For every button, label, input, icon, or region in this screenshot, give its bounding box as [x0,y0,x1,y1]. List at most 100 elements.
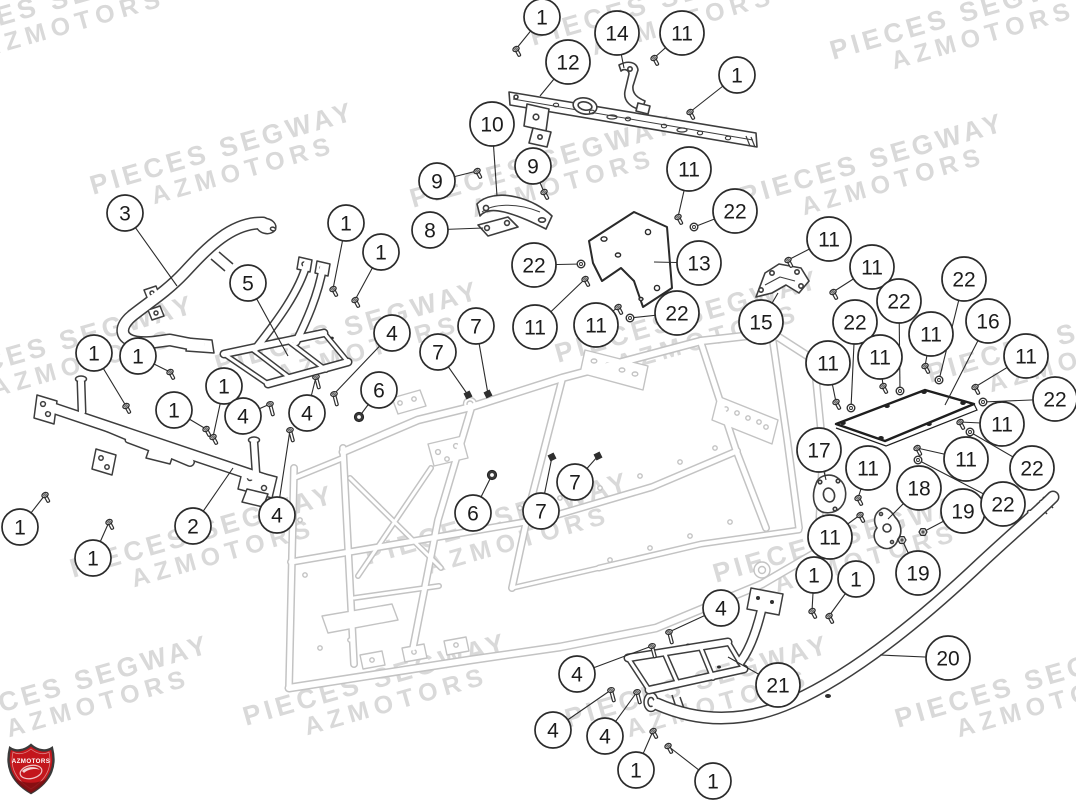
part-14-strap-bracket [618,61,651,115]
svg-text:22: 22 [1043,389,1066,412]
part-18-small-bracket-plate [873,507,902,550]
svg-text:22: 22 [991,494,1014,517]
bolt-glyph [607,686,616,703]
screw-glyph [650,54,660,66]
clip-glyph [463,390,473,400]
nut-glyph [918,527,928,537]
bolt-glyph [312,373,321,390]
callout-11: 11 [943,436,989,482]
svg-text:18: 18 [907,478,930,501]
bolt-glyph [266,400,275,417]
part-2-front-subframe [33,375,278,508]
svg-text:20: 20 [936,648,959,671]
svg-text:21: 21 [766,675,789,698]
screw-glyph [825,612,835,624]
callout-4: 4 [373,314,411,352]
callout-16: 16 [965,298,1011,344]
svg-text:11: 11 [671,23,693,46]
callout-11: 11 [908,311,954,357]
nut-glyph [897,535,907,545]
callout-4: 4 [534,711,572,749]
svg-text:11: 11 [955,449,977,472]
callout-1: 1 [205,367,243,405]
callout-22: 22 [980,481,1026,527]
screw-glyph [540,188,550,200]
ring-glyph [895,386,905,396]
svg-text:19: 19 [906,563,929,586]
svg-text:1: 1 [850,569,862,592]
svg-text:22: 22 [723,201,746,224]
callout-1: 1 [327,204,365,242]
callout-13: 13 [676,240,722,286]
svg-text:16: 16 [976,311,999,334]
screw-glyph [329,285,339,297]
callout-1: 1 [1,508,39,546]
screw-glyph [581,275,591,287]
callout-22: 22 [832,299,878,345]
azmotors-logo: AZMOTORS [7,743,55,795]
callout-1: 1 [75,334,113,372]
callout-1: 1 [694,762,732,800]
callout-3: 3 [106,194,144,232]
svg-text:15: 15 [749,312,772,335]
screw-glyph [971,383,981,395]
svg-text:9: 9 [527,156,539,179]
callout-4: 4 [586,717,624,755]
ring-glyph [576,259,586,269]
svg-text:5: 5 [242,273,254,296]
ring-glyph [913,455,923,465]
svg-text:7: 7 [470,316,482,339]
svg-text:11: 11 [678,159,700,182]
screw-glyph [664,742,674,754]
callout-7: 7 [522,492,560,530]
callout-20: 20 [925,635,971,681]
screw-glyph [686,108,696,120]
svg-text:22: 22 [843,312,866,335]
callout-22: 22 [1032,376,1076,422]
clip-glyph [483,389,493,399]
callout-15: 15 [738,299,784,345]
bolt-glyph [648,642,657,659]
svg-text:1: 1 [731,65,743,88]
screw-glyph [674,213,684,225]
callout-5: 5 [229,264,267,302]
svg-text:4: 4 [386,323,398,346]
svg-text:11: 11 [817,353,839,376]
screw-glyph [784,256,794,268]
part-17-round-bracket [812,474,847,514]
svg-text:1: 1 [340,213,352,236]
svg-text:11: 11 [1015,346,1037,369]
svg-text:4: 4 [237,406,249,429]
callout-1: 1 [362,233,400,271]
svg-text:22: 22 [522,255,545,278]
part-12-upper-bracket-bar [508,91,758,148]
fastener-glyphs [41,45,988,754]
callout-19: 19 [940,488,986,534]
part-8-small-plate [477,216,519,237]
bolt-glyph [633,688,642,705]
svg-text:4: 4 [301,403,313,426]
callout-11: 11 [849,244,895,290]
bolt-glyph [665,628,674,645]
callout-1: 1 [837,560,875,598]
screw-glyph [202,425,212,437]
screw-glyph [808,607,818,619]
screw-glyph [614,303,624,315]
callout-19: 19 [895,550,941,596]
svg-text:1: 1 [14,517,26,540]
svg-text:1: 1 [630,760,642,783]
callout-6: 6 [360,371,398,409]
callout-4: 4 [702,589,740,627]
svg-text:4: 4 [599,726,611,749]
svg-text:1: 1 [132,346,144,369]
callout-11: 11 [512,304,558,350]
part-10-bracket-arm [476,194,553,230]
callout-12: 12 [545,39,591,85]
callout-11: 11 [857,334,903,380]
svg-text:4: 4 [715,598,727,621]
part-5-rack-support [219,256,353,389]
